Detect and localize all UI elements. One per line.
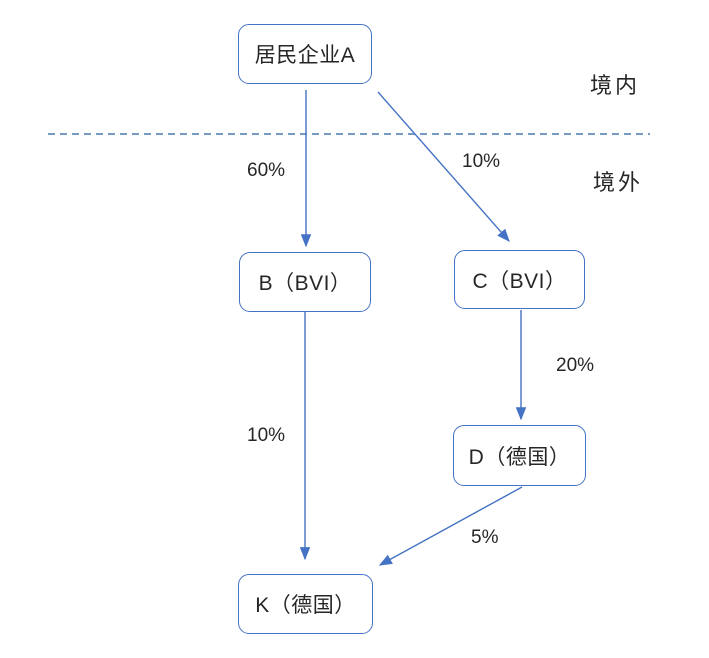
node-b-bvi: B（BVI） (239, 252, 371, 312)
node-d-germany: D（德国） (453, 425, 586, 486)
ownership-label-a-c: 10% (462, 151, 501, 172)
ownership-label-c-d: 20% (556, 355, 595, 376)
arrow-a-to-c (377, 91, 510, 242)
node-label-c: C（BVI） (472, 269, 567, 293)
ownership-label-a-b: 60% (247, 160, 286, 181)
ownership-label-b-k: 10% (247, 425, 286, 446)
node-label-k: K（德国） (255, 594, 356, 617)
arrow-d-to-k (378, 486, 523, 566)
node-k-germany: K（德国） (238, 574, 373, 634)
node-c-bvi: C（BVI） (454, 250, 585, 309)
ownership-label-d-k: 5% (471, 527, 499, 548)
node-label-d: D（德国） (468, 445, 571, 469)
region-label-domestic: 境内 (590, 73, 641, 98)
node-resident-enterprise-a: 居民企业A (238, 24, 372, 84)
region-label-overseas: 境外 (593, 170, 644, 195)
node-label-b: B（BVI） (258, 272, 352, 295)
node-label-a: 居民企业A (254, 44, 356, 67)
